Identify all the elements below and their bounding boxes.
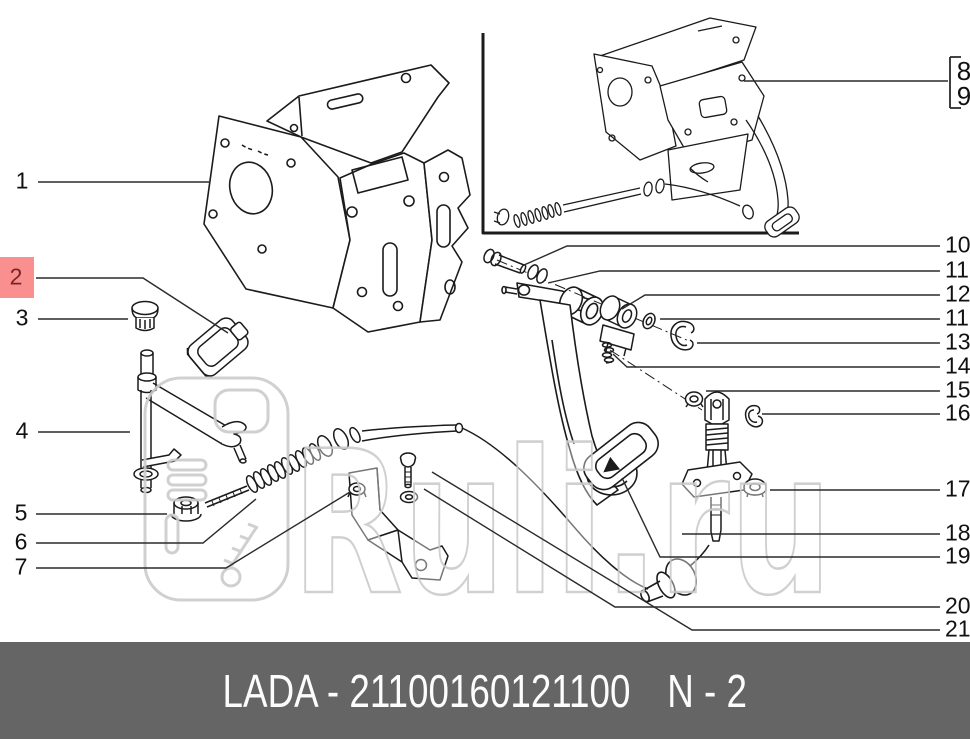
callout-4: 4 — [15, 417, 29, 444]
callout-8: 8 — [956, 56, 970, 86]
callout-20: 20 — [945, 592, 970, 619]
callout-18: 18 — [945, 519, 970, 546]
hardware-drawing — [483, 248, 767, 542]
clutch-pedal-drawing — [501, 282, 710, 603]
leader-lines — [36, 56, 961, 631]
callout-9: 9 — [956, 81, 970, 111]
watermark-logo — [143, 376, 290, 602]
left-parts-drawing — [131, 300, 649, 590]
pedal-bracket-drawing — [203, 64, 471, 333]
callout-6: 6 — [14, 528, 28, 555]
callout-21: 21 — [945, 615, 970, 642]
footer-banner: LADA - 21100160121100 N - 2 — [0, 642, 970, 739]
callout-14: 14 — [945, 352, 970, 379]
callout-11b: 11 — [945, 304, 969, 331]
callout-16: 16 — [945, 399, 970, 426]
callout-5: 5 — [14, 499, 28, 526]
callout-3: 3 — [15, 304, 29, 331]
callout-15: 15 — [945, 376, 970, 403]
callout-12: 12 — [945, 280, 970, 307]
callout-7: 7 — [14, 553, 28, 580]
watermark: Ruli.ru — [143, 376, 833, 640]
footer-page-number: N - 2 — [667, 664, 748, 717]
callout-1: 1 — [15, 167, 29, 194]
callout-10: 10 — [945, 231, 970, 258]
inset-assembled-view — [481, 17, 800, 238]
callout-13: 13 — [945, 328, 970, 355]
callout-2: 2 — [9, 263, 23, 290]
watermark-text: Ruli.ru — [292, 408, 832, 639]
highlight-box-callout-2 — [0, 257, 34, 298]
callout-17: 17 — [945, 475, 970, 502]
callout-11a: 11 — [945, 256, 969, 283]
footer-part-number: LADA - 21100160121100 — [222, 664, 631, 717]
callout-19: 19 — [945, 542, 970, 569]
